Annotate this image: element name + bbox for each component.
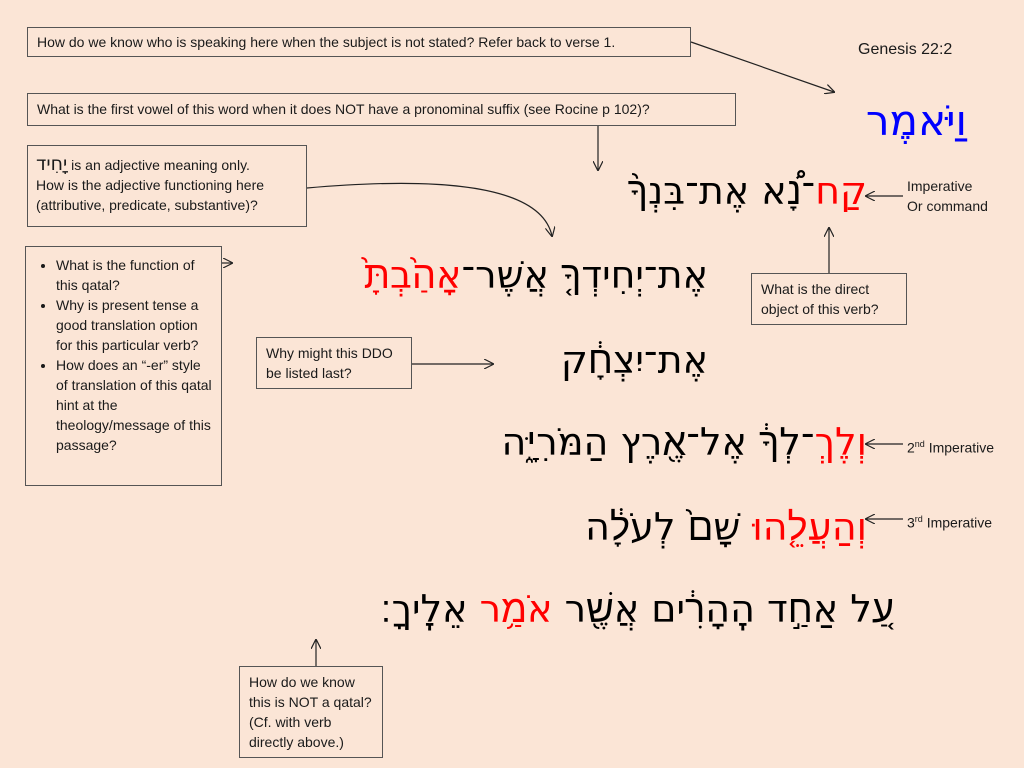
- second-imperative-suffix: nd: [914, 439, 925, 449]
- speaker-question-text: How do we know who is speaking here when…: [37, 34, 616, 50]
- hebrew-line-5: וְהַעֲלֵ֤הוּ שָׁם֙ לְעֹלָ֔ה: [585, 503, 867, 551]
- ddo-question-box: Why might this DDO be listed last?: [256, 337, 412, 389]
- second-imperative-number: 2: [907, 439, 915, 456]
- hebrew-line-2: אֶת־יְחִידְךָ֤ אֲשֶׁר־אָהַ֙בְתָּ֙: [364, 251, 708, 299]
- third-imperative-label: 3rd Imperative: [907, 509, 992, 533]
- qatal-question-list: What is the function of this qatal? Why …: [34, 255, 213, 455]
- third-imperative-suffix: rd: [914, 514, 923, 524]
- hebrew-verb-omar: אֹמַ֥ר: [479, 587, 553, 631]
- first-vowel-question-box: What is the first vowel of this word whe…: [27, 93, 736, 126]
- second-imperative-label: 2nd Imperative: [907, 434, 994, 458]
- hebrew-line-vayomer: וַיֹּאמֶר: [865, 96, 967, 145]
- adjective-question-line2: How is the adjective functioning here: [36, 177, 265, 193]
- direct-object-question-text: What is the direct object of this verb?: [761, 281, 879, 317]
- adjective-question-box: יָחִיד is an adjective meaning only. How…: [27, 145, 307, 227]
- not-qatal-question-text: How do we know this is NOT a qatal? (Cf.…: [249, 674, 372, 750]
- speaker-question-box: How do we know who is speaking here when…: [27, 27, 691, 57]
- qatal-question-item: Why is present tense a good translation …: [56, 295, 213, 355]
- ddo-question-text: Why might this DDO be listed last?: [266, 345, 393, 381]
- hebrew-imperative-qach: קַח: [815, 169, 867, 213]
- direct-object-question-box: What is the direct object of this verb?: [751, 273, 907, 325]
- adjective-definition: is an adjective meaning only.: [67, 157, 250, 173]
- qatal-questions-box: What is the function of this qatal? Why …: [25, 246, 222, 486]
- adjective-hebrew-word: יָחִיד: [36, 153, 68, 175]
- imperative-label-line2: Or command: [907, 198, 988, 214]
- not-qatal-question-box: How do we know this is NOT a qatal? (Cf.…: [239, 666, 383, 758]
- hebrew-line-2-rest: אֶת־יְחִידְךָ֤ אֲשֶׁר־: [461, 253, 708, 297]
- hebrew-imperative-vehaalehu: וְהַעֲלֵ֤הוּ: [752, 505, 867, 549]
- arrow-adjective-to-bincha: [306, 182, 552, 236]
- adjective-question-line3: (attributive, predicate, substantive)?: [36, 197, 258, 213]
- hebrew-qatal-ahavta: אָהַ֙בְתָּ֙: [363, 253, 462, 297]
- hebrew-line-1: קַח־נָ֠א אֶת־בִּנְךָ֨: [628, 167, 867, 215]
- scripture-reference: Genesis 22:2: [858, 41, 953, 58]
- qatal-question-item: How does an “-er” style of translation o…: [56, 355, 213, 455]
- first-vowel-question-text: What is the first vowel of this word whe…: [37, 101, 650, 117]
- imperative-label-line1: Imperative: [907, 178, 973, 194]
- hebrew-line-6: עַ֚ל אַחַ֣ד הֶֽהָרִ֔ים אֲשֶׁ֖ר אֹמַ֥ר אֵ…: [380, 585, 894, 633]
- second-imperative-word: Imperative: [924, 439, 995, 456]
- qatal-question-item: What is the function of this qatal?: [56, 255, 213, 295]
- hebrew-line-6-end: אֵלֶֽיךָ׃: [380, 587, 480, 631]
- hebrew-imperative-velech: וְלֶךְ: [814, 420, 867, 464]
- arrow-speaker-to-vayomer: [690, 41, 834, 92]
- hebrew-line-3: אֶת־יִצְחָ֔ק: [560, 338, 708, 382]
- hebrew-line-5-rest: שָׁם֙ לְעֹלָ֔ה: [585, 505, 753, 549]
- hebrew-line-4: וְלֶךְ־לְךָ֔ אֶל־אֶ֖רֶץ הַמֹּרִיָּ֑ה: [502, 418, 867, 466]
- imperative-label: Imperative Or command: [907, 176, 988, 216]
- third-imperative-word: Imperative: [922, 514, 993, 531]
- hebrew-line-1-rest: ־נָ֠א אֶת־בִּנְךָ֨: [627, 169, 816, 213]
- adjective-question-line1: יָחִיד is an adjective meaning only.: [36, 154, 298, 175]
- hebrew-line-6-start: עַ֚ל אַחַ֣ד הֶֽהָרִ֔ים אֲשֶׁ֖ר: [552, 587, 894, 631]
- third-imperative-number: 3: [907, 514, 915, 531]
- hebrew-line-4-rest: ־לְךָ֔ אֶל־אֶ֖רֶץ הַמֹּרִיָּ֑ה: [501, 420, 815, 464]
